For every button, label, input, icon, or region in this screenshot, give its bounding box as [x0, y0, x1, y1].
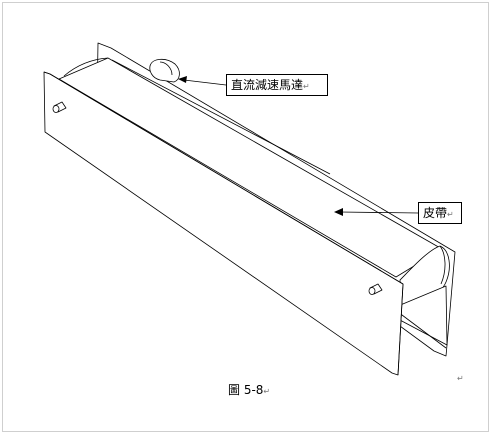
front-bolt-left	[52, 101, 67, 113]
paragraph-mark: ↵	[263, 387, 271, 396]
figure-caption: 圖 5-8↵	[228, 382, 270, 400]
motor-rim	[159, 61, 173, 76]
motor-leader-line	[183, 79, 227, 86]
belt-callout: 皮帶↵	[418, 202, 462, 224]
belt-label: 皮帶	[423, 206, 448, 220]
under-frame-edge	[397, 311, 447, 349]
figure-frame	[2, 2, 489, 432]
motor-body	[149, 58, 180, 83]
paragraph-mark: ↵	[303, 82, 310, 91]
motor-label: 直流減速馬達	[231, 78, 304, 92]
motor-callout: 直流減速馬達↵	[226, 74, 328, 96]
belt-leader-line	[339, 211, 419, 214]
caption-text: 圖 5-8	[228, 383, 264, 397]
paragraph-mark: ↵	[447, 210, 454, 219]
front-plate-top-edge	[49, 73, 404, 285]
front-bolt-right	[368, 283, 383, 295]
motor-arrow-head	[178, 76, 187, 83]
belt-top-edge	[63, 57, 109, 77]
end-roller-rim	[439, 245, 446, 285]
paragraph-mark: ↵	[457, 374, 464, 383]
belt-rear-edge-line	[111, 59, 331, 175]
front-plate-thickness-top	[43, 71, 51, 75]
front-plate-thickness-right	[397, 283, 404, 376]
belt-arrow-head	[334, 208, 343, 216]
